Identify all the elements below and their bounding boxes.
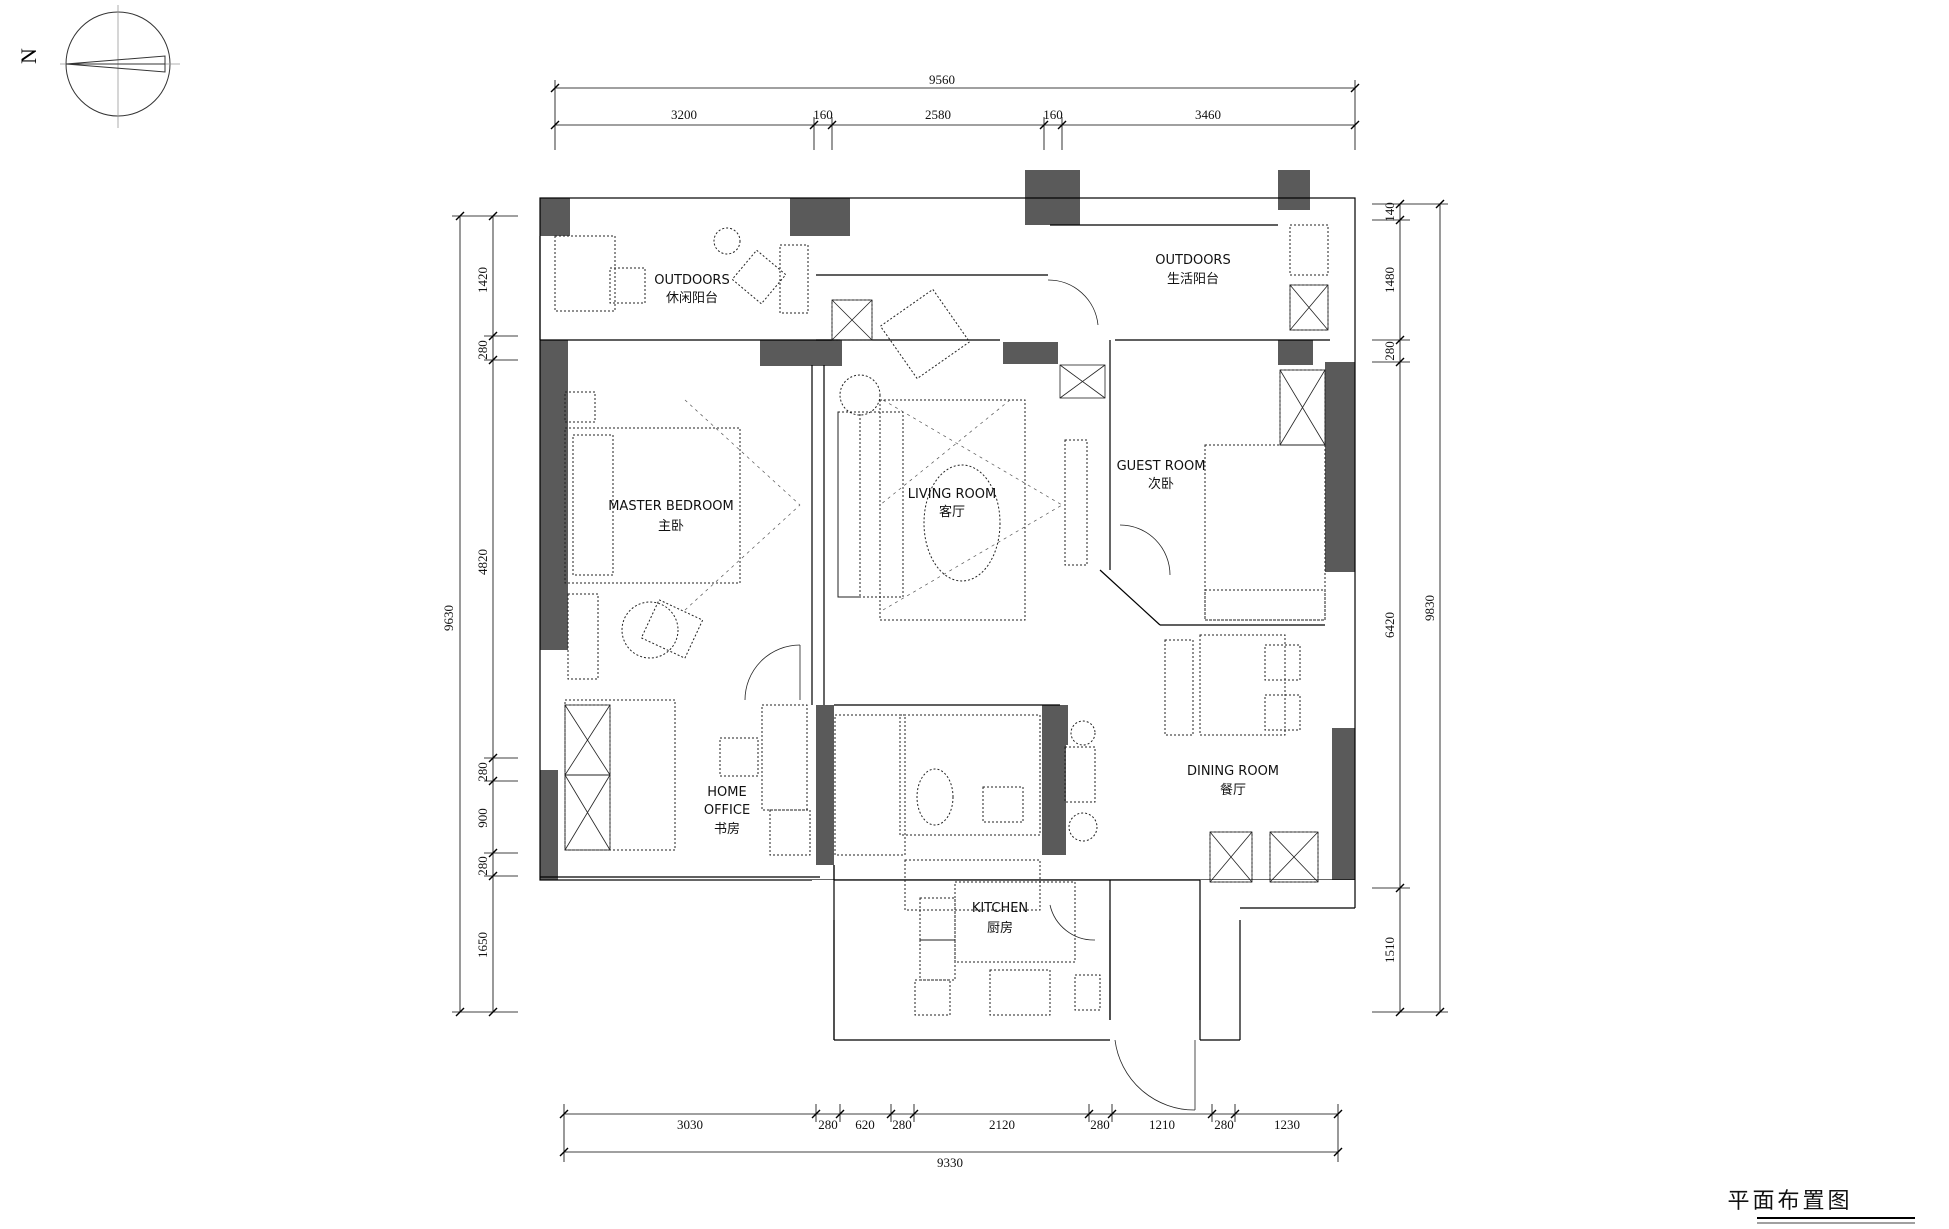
drawing-title: 平面布置图	[1727, 1189, 1852, 1214]
door-swings	[744, 279, 1196, 1111]
room-label-outdoors-leisure-cn: 休闲阳台	[666, 291, 718, 306]
room-labels: OUTDOORS 休闲阳台 OUTDOORS 生活阳台 MASTER BEDRO…	[608, 253, 1279, 936]
room-label-home-office-2: OFFICE	[704, 803, 750, 818]
room-label-dining-room-cn: 餐厅	[1220, 782, 1246, 798]
dim-right-seg: 1510	[1382, 937, 1397, 963]
dim-left-seg: 280	[475, 856, 490, 876]
room-label-guest-room: GUEST ROOM	[1117, 459, 1206, 474]
dim-bottom-seg: 620	[855, 1117, 875, 1132]
dim-right-seg: 140	[1382, 202, 1397, 222]
room-label-dining-room: DINING ROOM	[1187, 764, 1279, 779]
dim-top-seg: 160	[1043, 107, 1063, 122]
furniture	[554, 224, 1329, 1016]
dim-left-seg: 1650	[475, 932, 490, 958]
cabinets	[564, 284, 1329, 883]
room-label-home-office: HOME	[707, 785, 746, 800]
dim-left-seg: 280	[475, 340, 490, 360]
dimensions-left	[452, 211, 518, 1017]
dim-bottom-total: 9330	[937, 1155, 963, 1170]
dim-top-seg: 3460	[1195, 107, 1221, 122]
dim-top-seg: 2580	[925, 107, 951, 122]
room-label-living-room-cn: 客厅	[939, 504, 965, 520]
dim-left-total: 9630	[441, 605, 456, 631]
room-label-master-bedroom: MASTER BEDROOM	[608, 499, 734, 514]
dim-right-seg: 1480	[1382, 267, 1397, 293]
dim-left-seg: 900	[475, 808, 490, 828]
dim-bottom-seg: 280	[892, 1117, 912, 1132]
dimensions-right	[1372, 199, 1448, 1017]
dim-bottom-seg: 1210	[1149, 1117, 1175, 1132]
dim-left-seg: 280	[475, 762, 490, 782]
dim-bottom-seg: 280	[818, 1117, 838, 1132]
room-label-outdoors-service-cn: 生活阳台	[1167, 272, 1219, 287]
north-label: N	[16, 48, 41, 64]
room-label-master-bedroom-cn: 主卧	[658, 519, 684, 534]
dim-bottom-seg: 3030	[677, 1117, 703, 1132]
dim-top-seg: 160	[813, 107, 833, 122]
dim-left-seg: 1420	[475, 267, 490, 293]
room-label-outdoors-service: OUTDOORS	[1155, 253, 1230, 268]
dim-bottom-seg: 2120	[989, 1117, 1015, 1132]
room-label-outdoors-leisure: OUTDOORS	[654, 273, 729, 288]
dim-right-seg: 6420	[1382, 612, 1397, 638]
structural-columns	[540, 170, 1355, 918]
dim-top-seg: 3200	[671, 107, 697, 122]
dim-left-seg: 4820	[475, 549, 490, 575]
outer-wall-cover	[812, 880, 1356, 920]
dim-bottom-seg: 280	[1090, 1117, 1110, 1132]
dim-right-total: 9830	[1422, 595, 1437, 621]
dimensions-top	[550, 80, 1360, 150]
room-label-home-office-cn: 书房	[714, 821, 740, 837]
dim-top-total: 9560	[929, 72, 955, 87]
lower-walls	[833, 865, 1356, 1040]
dimensions-bottom	[559, 1104, 1343, 1162]
dim-bottom-seg: 280	[1214, 1117, 1234, 1132]
room-label-guest-room-cn: 次卧	[1148, 476, 1174, 492]
guide-lines	[684, 399, 1063, 611]
room-label-kitchen: KITCHEN	[972, 901, 1028, 916]
drawing-title-block: 平面布置图	[1727, 1189, 1915, 1224]
room-label-living-room: LIVING ROOM	[908, 487, 996, 502]
north-compass: N	[16, 5, 180, 128]
room-label-kitchen-cn: 厨房	[987, 920, 1013, 936]
dim-right-seg: 280	[1382, 341, 1397, 361]
dim-bottom-seg: 1230	[1274, 1117, 1300, 1132]
